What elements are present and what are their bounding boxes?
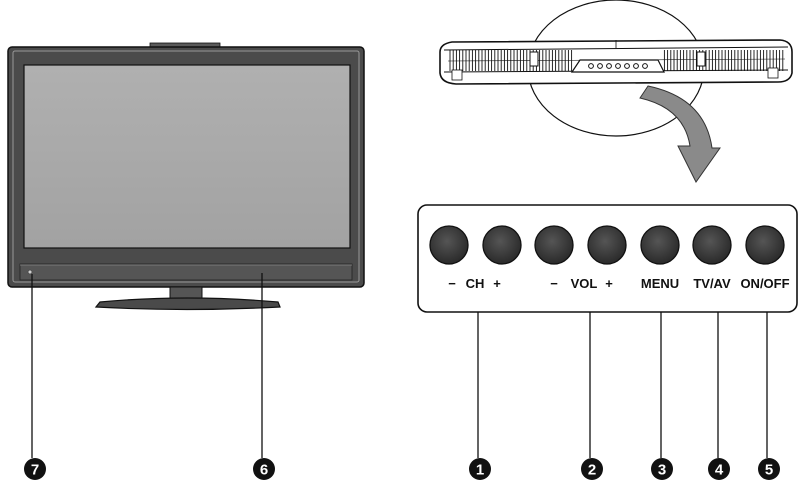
callout-6: 6 <box>253 458 275 480</box>
ch-plus-button[interactable] <box>483 226 521 264</box>
ch-label: CH <box>466 276 485 291</box>
power-indicator-light <box>28 270 32 274</box>
button-panel: − CH + − VOL + MENU TV/AV ON/OFF <box>418 205 797 312</box>
tvav-label: TV/AV <box>693 276 731 291</box>
onoff-button[interactable] <box>746 226 784 264</box>
callout-6-number: 6 <box>260 462 268 479</box>
menu-button[interactable] <box>641 226 679 264</box>
callout-3-number: 3 <box>658 462 666 479</box>
slot-right <box>697 52 705 66</box>
vol-plus-label: + <box>605 276 613 291</box>
callout-7: 7 <box>24 458 46 480</box>
vol-minus-button[interactable] <box>535 226 573 264</box>
bump-dot <box>634 64 639 69</box>
vol-plus-button[interactable] <box>588 226 626 264</box>
curved-arrow <box>640 86 720 182</box>
callout-4: 4 <box>708 458 730 480</box>
bump-dot <box>643 64 648 69</box>
callout-2-number: 2 <box>588 462 596 479</box>
callout-7-number: 7 <box>31 462 39 479</box>
tv-screen <box>24 65 350 248</box>
tv-stand-base <box>96 298 280 310</box>
ch-minus-button[interactable] <box>430 226 468 264</box>
bump-dot <box>598 64 603 69</box>
tv-top-view <box>440 0 792 182</box>
onoff-label: ON/OFF <box>740 276 789 291</box>
callouts: 1 2 3 4 5 6 7 <box>24 458 780 480</box>
tvav-button[interactable] <box>693 226 731 264</box>
callout-4-number: 4 <box>715 462 724 479</box>
callout-5: 5 <box>758 458 780 480</box>
vol-label: VOL <box>571 276 598 291</box>
callout-5-number: 5 <box>765 462 773 479</box>
tv-front-view <box>8 43 364 310</box>
tv-lower-strip <box>20 264 352 280</box>
callout-1-number: 1 <box>476 462 484 479</box>
menu-label: MENU <box>641 276 679 291</box>
bump-dot <box>589 64 594 69</box>
ch-plus-label: + <box>493 276 501 291</box>
slot-left <box>530 52 538 66</box>
callout-3: 3 <box>651 458 673 480</box>
callout-1: 1 <box>469 458 491 480</box>
bump-dot <box>616 64 621 69</box>
bump-dot <box>607 64 612 69</box>
ch-minus-label: − <box>448 276 456 291</box>
vol-minus-label: − <box>550 276 558 291</box>
bump-dot <box>625 64 630 69</box>
callout-2: 2 <box>581 458 603 480</box>
